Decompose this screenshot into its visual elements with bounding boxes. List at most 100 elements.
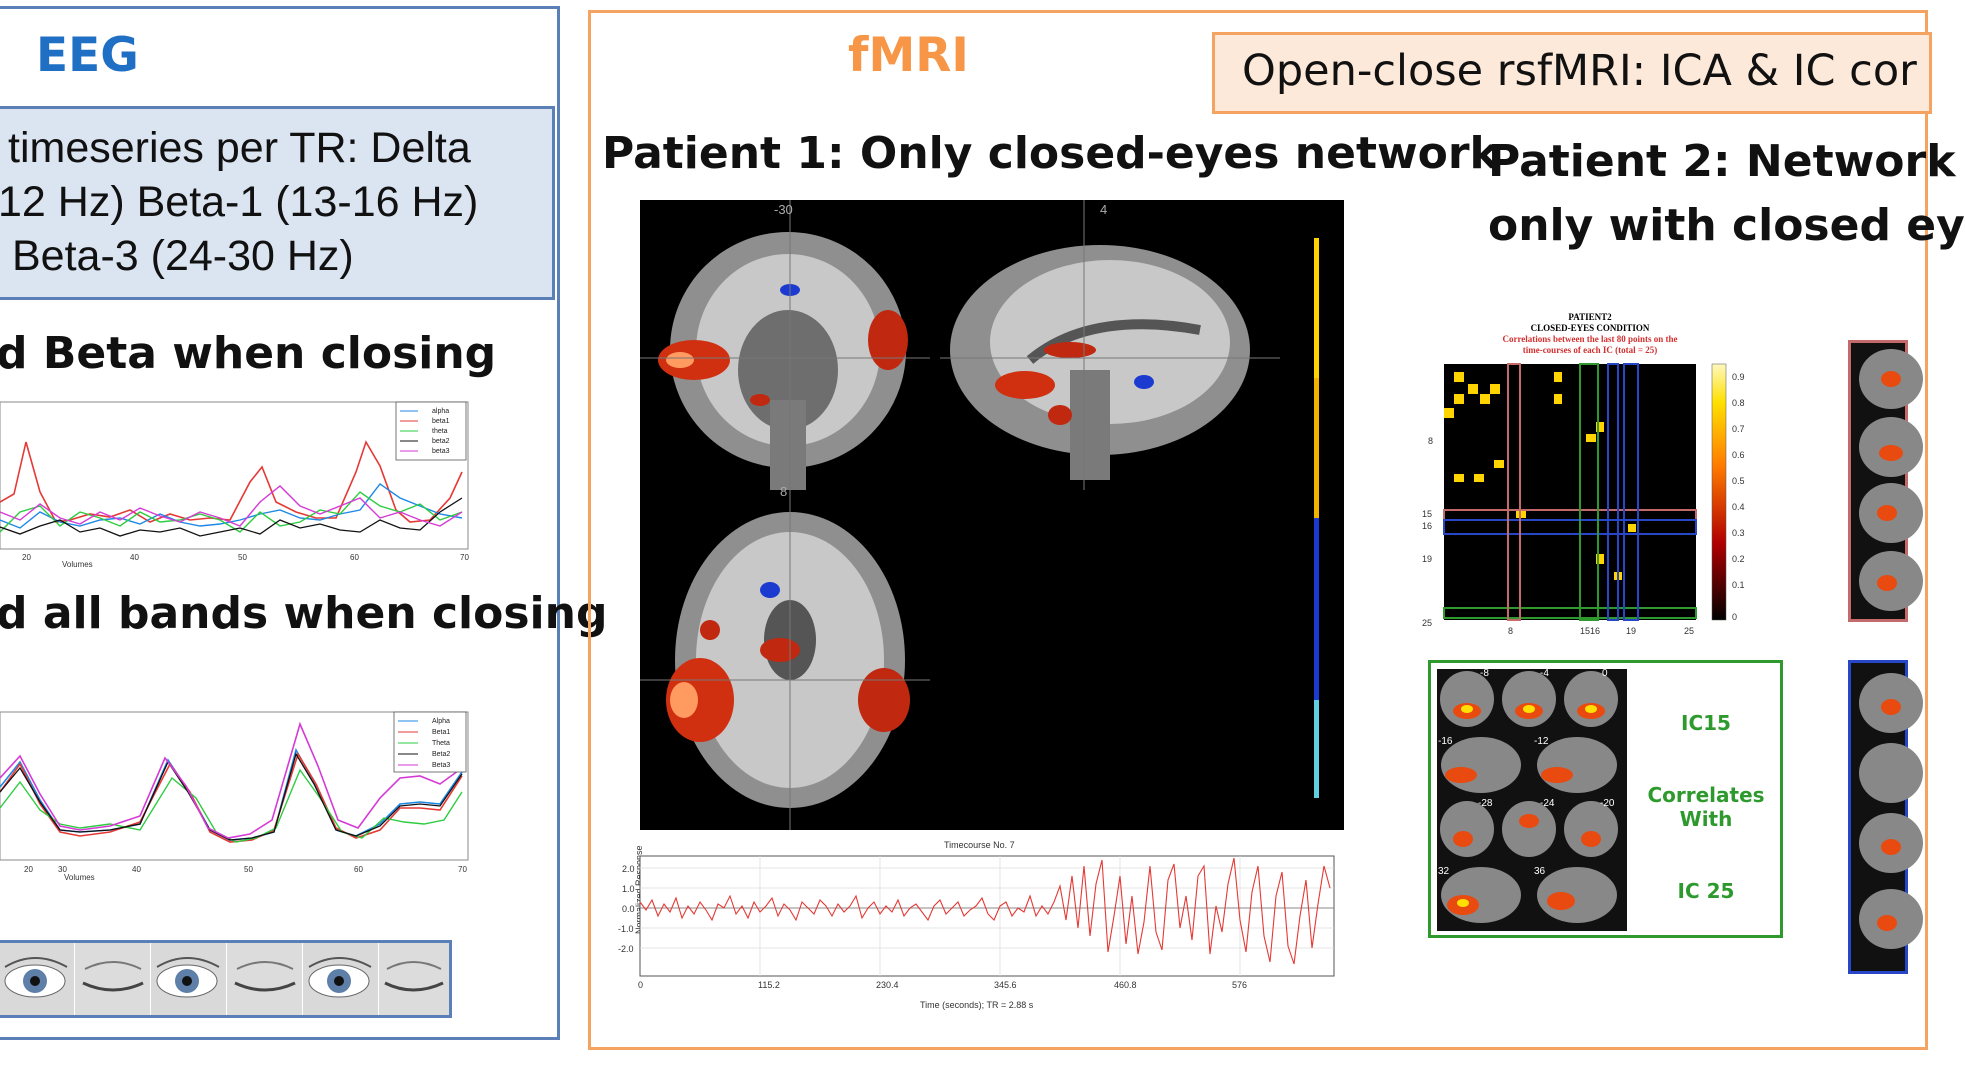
colorbar-tick: 0.9 bbox=[1732, 372, 1745, 382]
brain-slices: -30 4 8 bbox=[640, 200, 1319, 830]
eeg-panel bbox=[0, 6, 560, 1040]
matrix-title-line2: CLOSED-EYES CONDITION bbox=[1530, 323, 1650, 333]
eye-closed-image bbox=[75, 943, 150, 1015]
x-tick: 8 bbox=[1508, 626, 1513, 636]
bands-line-1: timeseries per TR: Delta bbox=[8, 124, 471, 172]
x-tick: 115.2 bbox=[758, 980, 780, 990]
ic-label-ic25: IC 25 bbox=[1677, 879, 1735, 903]
x-tick: 19 bbox=[1626, 626, 1636, 636]
axial-slice bbox=[640, 500, 930, 830]
brain-slices-panel: -30 4 8 bbox=[640, 200, 1344, 830]
patient1-heading: Patient 1: Only closed-eyes network bbox=[602, 128, 1499, 179]
eye-closed-image bbox=[227, 943, 302, 1015]
slice-label: 4 bbox=[1100, 202, 1107, 217]
y-tick: 0.0 bbox=[622, 904, 635, 914]
eye-states-strip bbox=[0, 940, 452, 1018]
matrix-subtitle-line2: time-courses of each IC (total = 25) bbox=[1522, 345, 1658, 355]
colorbar-tick: 0.6 bbox=[1732, 450, 1745, 460]
timecourse-line bbox=[639, 857, 1331, 965]
eeg-chart-1: alpha beta1 theta beta2 beta3 20 40 50 6… bbox=[0, 401, 470, 572]
x-tick: 70 bbox=[460, 553, 469, 562]
x-tick: 25 bbox=[1684, 626, 1694, 636]
x-tick: 345.6 bbox=[994, 980, 1017, 990]
x-tick: 30 bbox=[58, 865, 67, 874]
colorbar-tick: 0.8 bbox=[1732, 398, 1745, 408]
fmri-panel bbox=[588, 10, 1928, 1050]
slice-num: -24 bbox=[1540, 798, 1555, 809]
eeg-title: EEG bbox=[36, 28, 139, 83]
x-tick: 50 bbox=[244, 865, 253, 874]
colorbar-tick: 0.1 bbox=[1732, 580, 1745, 590]
slice-label: 8 bbox=[780, 484, 787, 499]
ic-correlation-box: IC15 Correlates With IC 25 bbox=[1428, 660, 1783, 938]
colorbar-tick: 0.4 bbox=[1732, 502, 1745, 512]
x-tick: 230.4 bbox=[876, 980, 899, 990]
patient2-heading-line1: Patient 2: Network bbox=[1488, 136, 1956, 187]
eye-images bbox=[0, 943, 449, 1015]
x-tick: 70 bbox=[458, 865, 467, 874]
y-tick: 25 bbox=[1422, 618, 1432, 628]
ic-brain-thumbnails bbox=[1437, 669, 1627, 931]
x-tick: 460.8 bbox=[1114, 980, 1137, 990]
x-axis-label: Volumes bbox=[62, 560, 93, 569]
slice-num: -20 bbox=[1600, 798, 1615, 809]
colorbar-cold bbox=[1314, 518, 1319, 798]
slice-label: -30 bbox=[774, 202, 793, 217]
x-tick: 40 bbox=[130, 553, 139, 562]
slice-num: 0 bbox=[1602, 668, 1608, 679]
y-tick: -2.0 bbox=[618, 944, 634, 954]
eeg-chart-2-lines bbox=[0, 721, 463, 843]
slice-num: 36 bbox=[1534, 866, 1546, 877]
legend-item: beta2 bbox=[432, 438, 450, 445]
x-tick: 20 bbox=[24, 865, 33, 874]
legend-item: beta3 bbox=[432, 448, 450, 455]
slice-num: -16 bbox=[1438, 736, 1453, 747]
bands-line-3: Beta-3 (24-30 Hz) bbox=[12, 232, 354, 280]
eeg-chart-2-legend bbox=[393, 711, 467, 773]
colorbar-tick: 0.7 bbox=[1732, 424, 1745, 434]
legend-item: Beta2 bbox=[432, 751, 450, 758]
eeg-heading-all-bands: d all bands when closing bbox=[0, 588, 608, 639]
slice-num: 32 bbox=[1438, 866, 1450, 877]
legend-item: Theta bbox=[432, 740, 450, 747]
fmri-title: fMRI bbox=[848, 28, 969, 83]
slice-num: -12 bbox=[1534, 736, 1549, 747]
x-tick: 0 bbox=[638, 980, 643, 990]
y-tick: 1.0 bbox=[622, 884, 635, 894]
ic-label-correlates: Correlates bbox=[1647, 783, 1765, 807]
x-tick: 50 bbox=[238, 553, 247, 562]
x-axis-label: Volumes bbox=[64, 873, 95, 882]
legend-item: beta1 bbox=[432, 418, 450, 425]
bands-line-2: 12 Hz) Beta-1 (13-16 Hz) bbox=[0, 178, 479, 226]
legend-item: Alpha bbox=[432, 718, 450, 725]
colorbar-tick: 0.2 bbox=[1732, 554, 1745, 564]
frequency-bands-box bbox=[0, 106, 555, 300]
brain-thumbnails-red bbox=[1859, 349, 1923, 611]
slice-num: -8 bbox=[1480, 668, 1489, 679]
matrix-colorbar bbox=[1711, 363, 1727, 621]
slice-num: -28 bbox=[1478, 798, 1493, 809]
legend-item: alpha bbox=[432, 408, 449, 415]
x-tick: 576 bbox=[1232, 980, 1247, 990]
x-tick: 40 bbox=[132, 865, 141, 874]
timecourse-plot: Timecourse No. 7 Normalized Response 2.0… bbox=[618, 840, 1335, 1010]
y-tick: -1.0 bbox=[618, 924, 634, 934]
legend-item: Beta1 bbox=[432, 729, 450, 736]
colorbar-tick: 0.3 bbox=[1732, 528, 1745, 538]
matrix-title: PATIENT2 CLOSED-EYES CONDITION Correlati… bbox=[1440, 312, 1740, 356]
colorbar-tick: 0 bbox=[1732, 612, 1737, 622]
colorbar-tick: 0.5 bbox=[1732, 476, 1745, 486]
fmri-banner bbox=[1212, 32, 1932, 114]
timecourse-xlabel: Time (seconds); TR = 2.88 s bbox=[920, 1000, 1034, 1010]
x-tick: 1516 bbox=[1580, 626, 1600, 636]
legend-item: theta bbox=[432, 428, 448, 435]
brain-thumbnails-blue bbox=[1859, 673, 1923, 949]
eye-open-image bbox=[0, 943, 74, 1015]
slice-num: -4 bbox=[1540, 668, 1549, 679]
timecourse-title: Timecourse No. 7 bbox=[944, 840, 1015, 850]
ic-box-blue-cropped bbox=[1848, 660, 1923, 974]
ic-label-with: With bbox=[1679, 807, 1733, 831]
y-tick: 15 bbox=[1422, 509, 1432, 519]
eeg-chart-1-lines bbox=[0, 440, 463, 537]
coronal-slice bbox=[640, 200, 930, 500]
